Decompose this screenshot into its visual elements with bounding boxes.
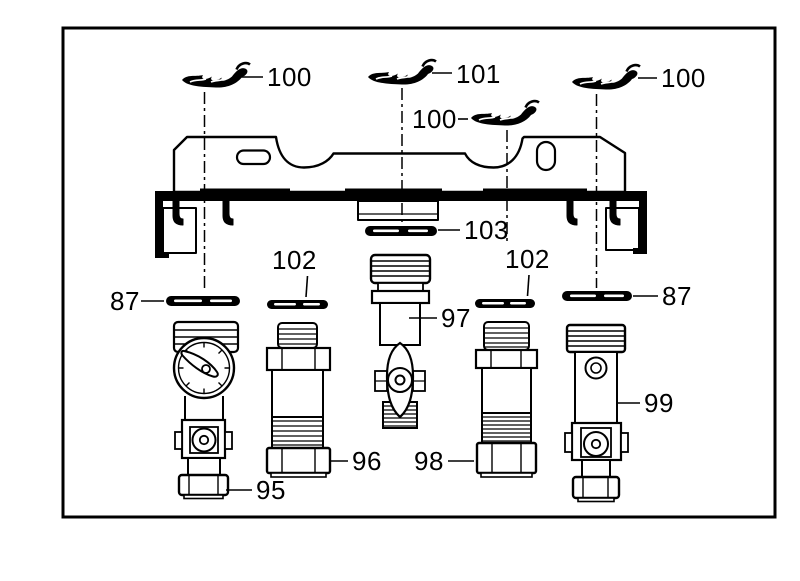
- callout-100-mid: 100: [412, 104, 468, 134]
- callout-103: 103: [438, 215, 509, 245]
- callout-label: 87: [662, 281, 692, 311]
- callout-99: 99: [618, 388, 674, 418]
- callout-101-top-center: 101: [432, 59, 501, 89]
- callout-label: 102: [505, 244, 550, 274]
- rail-notch: [200, 188, 290, 193]
- oring-102-right: [475, 299, 535, 308]
- callout-102-right: 102: [505, 244, 550, 297]
- callout-label: 95: [256, 475, 286, 505]
- hex-nut: [265, 446, 332, 475]
- gauge-hub: [201, 364, 211, 374]
- bracket-slot-left: [235, 149, 272, 166]
- callout-96: 96: [331, 446, 382, 476]
- callout-87-left: 87: [110, 286, 164, 316]
- callout-label: 99: [644, 388, 674, 418]
- gasket-103: [365, 226, 437, 236]
- callout-100-top-right: 100: [638, 63, 706, 93]
- callout-label: 97: [441, 303, 471, 333]
- callout-97: 97: [409, 303, 471, 333]
- oring-102-left: [267, 300, 328, 309]
- callout-98: 98: [414, 446, 474, 476]
- hex-nut: [177, 473, 230, 497]
- callout-87-right: 87: [633, 281, 692, 311]
- callout-100-top-left: 100: [235, 62, 312, 92]
- rail-notch: [483, 188, 587, 193]
- mounting-bracket: [155, 135, 647, 258]
- callout-label: 96: [352, 446, 382, 476]
- callout-label: 100: [661, 63, 706, 93]
- valve-99-right: [564, 323, 629, 503]
- bracket-rail: [155, 191, 647, 201]
- hex-nut: [571, 475, 621, 500]
- callout-95: 95: [226, 475, 286, 505]
- callout-label: 100: [412, 104, 457, 134]
- bracket-slot-right: [535, 140, 557, 172]
- valve-95-gauge-assembly: [172, 320, 240, 500]
- manifold-tab: [357, 200, 439, 221]
- washer-87-right: [562, 291, 632, 301]
- callouts: 100 101 100 100 103 102 102 87: [110, 59, 706, 505]
- callout-label: 103: [464, 215, 509, 245]
- center-lines: [203, 88, 598, 291]
- callout-label: 102: [272, 245, 317, 275]
- callout-label: 87: [110, 286, 140, 316]
- hex-nut: [475, 441, 538, 475]
- valve-98: [474, 321, 539, 478]
- callout-102-left: 102: [272, 245, 317, 298]
- callout-label: 101: [456, 59, 501, 89]
- washer-87-left: [166, 296, 240, 306]
- callout-label: 98: [414, 446, 444, 476]
- valve-97-center: [369, 253, 432, 429]
- bracket-plate: [172, 135, 627, 194]
- valve-96: [265, 322, 332, 478]
- rail-notch: [345, 188, 442, 193]
- callout-label: 100: [267, 62, 312, 92]
